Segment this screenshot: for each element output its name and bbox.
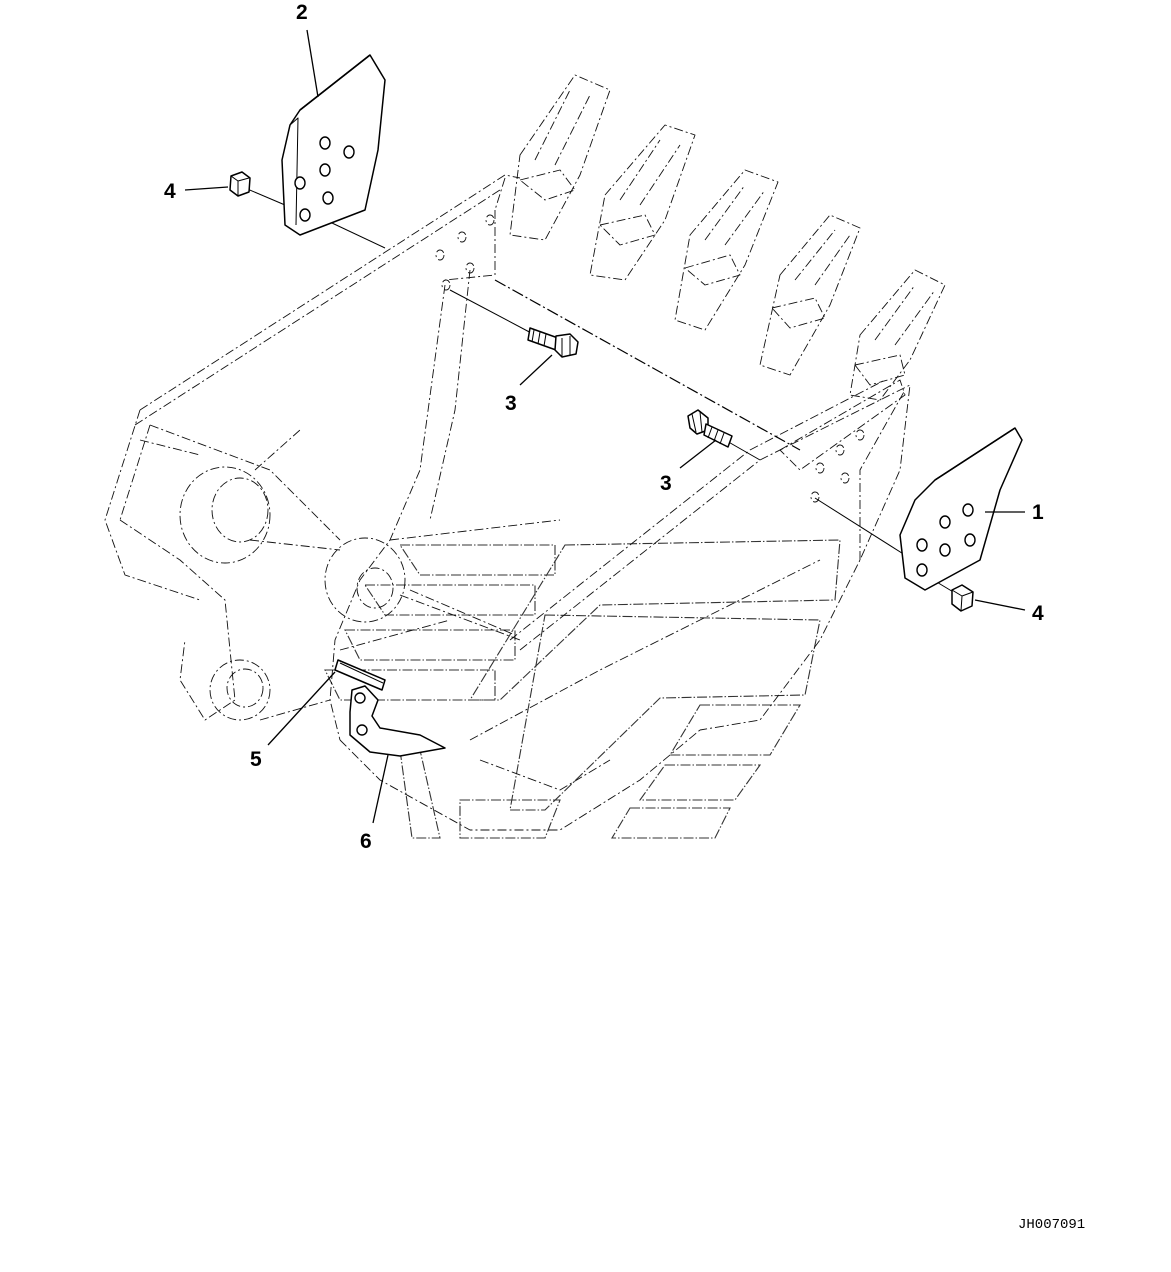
bolt-center-line xyxy=(494,279,801,451)
callout-5: 5 xyxy=(250,748,262,771)
drawing-id: JH007091 xyxy=(1018,1217,1085,1233)
assembly-line-nut-left xyxy=(244,187,286,206)
callout-3-lower: 3 xyxy=(660,472,672,495)
callout-3-upper: 3 xyxy=(505,392,517,415)
callout-4-left: 4 xyxy=(164,180,176,203)
nut-right xyxy=(951,584,974,612)
side-cutter-right xyxy=(899,427,1023,591)
bolt-upper xyxy=(527,327,579,358)
nut-left xyxy=(229,171,251,197)
bucket-body xyxy=(104,174,911,831)
callout-1: 1 xyxy=(1032,501,1044,524)
lock-pin xyxy=(334,659,386,691)
keeper-plate xyxy=(349,685,446,757)
leader-lines xyxy=(184,29,1026,824)
assembly-line-left-2 xyxy=(449,289,536,336)
watermark-logo xyxy=(324,539,841,839)
tooth xyxy=(759,214,861,376)
tooth xyxy=(849,269,946,401)
side-cutter-left xyxy=(281,54,386,236)
assembly-line-right xyxy=(814,497,906,556)
tooth xyxy=(589,124,696,281)
callout-6: 6 xyxy=(360,830,372,853)
bolt-lower xyxy=(687,409,733,448)
bucket-teeth xyxy=(509,74,946,401)
callout-2: 2 xyxy=(296,1,308,24)
lip-holes-right xyxy=(810,429,865,503)
callout-4-right: 4 xyxy=(1032,602,1044,625)
assembly-line-right-2 xyxy=(724,439,761,461)
tooth xyxy=(674,169,779,331)
lip-holes-left xyxy=(435,214,495,291)
tooth xyxy=(509,74,611,241)
